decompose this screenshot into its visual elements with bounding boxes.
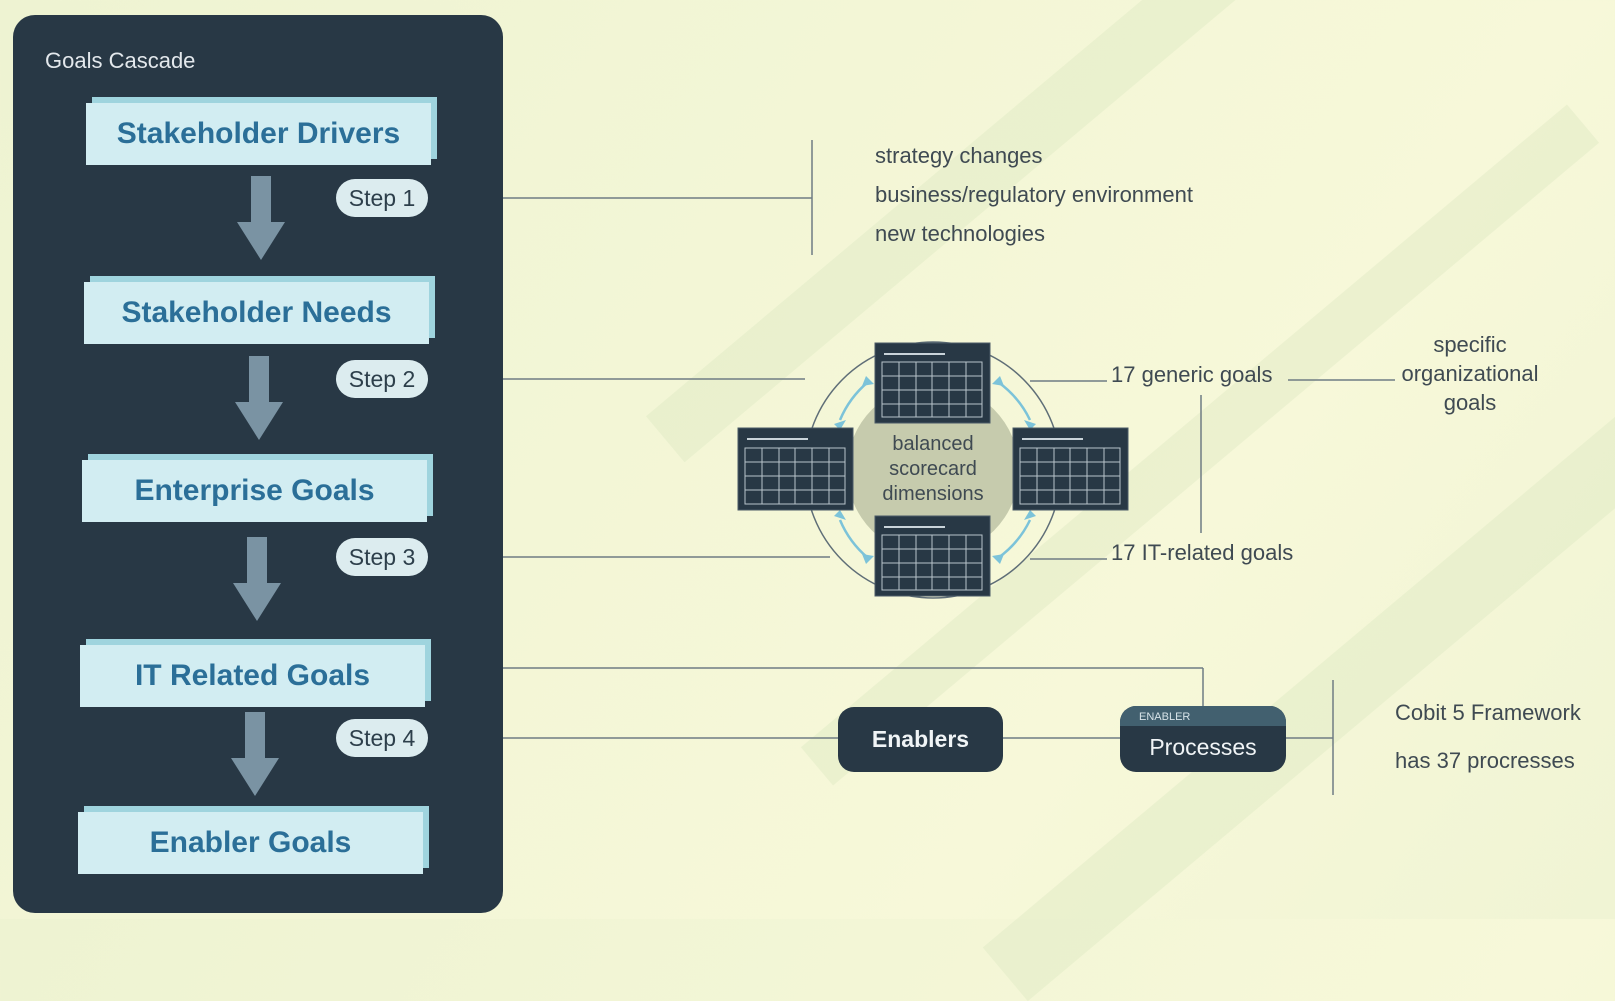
step-4-label: Step 4 (336, 719, 428, 757)
driver-item: business/regulatory environment (875, 182, 1193, 207)
framework-line: has 37 procresses (1395, 748, 1575, 773)
step-2-label: Step 2 (336, 360, 428, 398)
scorecard-line: balanced (892, 433, 974, 455)
step-3-label: Step 3 (336, 538, 428, 576)
enablers-box: Enablers (838, 707, 1003, 772)
down-arrow-icon (233, 537, 281, 621)
scorecard-line: scorecard (889, 458, 977, 480)
scorecard-table-right (1012, 427, 1129, 511)
scorecard-center-text: balanced scorecard dimensions (863, 432, 1003, 507)
specific-goals-line: specific (1433, 332, 1507, 357)
enterprise-goals-box: Enterprise Goals (82, 460, 427, 522)
it-related-goals-box: IT Related Goals (80, 645, 425, 707)
scorecard-table-left (737, 427, 854, 511)
connector-lines (273, 140, 1395, 795)
down-arrow-icon (237, 176, 285, 260)
scorecard-line: dimensions (882, 483, 984, 505)
it-related-goals-label: 17 IT-related goals (1111, 540, 1294, 565)
specific-goals-line: organizational (1401, 361, 1539, 386)
scorecard-table-bottom (874, 515, 991, 597)
panel-title: Goals Cascade (45, 48, 196, 73)
enabler-tag: ENABLER (1139, 711, 1191, 723)
step-1-label: Step 1 (336, 179, 428, 217)
generic-goals-label: 17 generic goals (1111, 362, 1273, 387)
driver-item: strategy changes (875, 143, 1043, 168)
specific-goals-line: goals (1443, 390, 1497, 415)
down-arrow-icon (231, 712, 279, 796)
specific-goals-label: specific organizational goals (1385, 330, 1555, 417)
stakeholder-needs-box: Stakeholder Needs (84, 282, 429, 344)
framework-line: Cobit 5 Framework (1395, 700, 1581, 725)
processes-label: Processes (1149, 734, 1257, 760)
down-arrow-icon (235, 356, 283, 440)
enabler-goals-box: Enabler Goals (78, 812, 423, 874)
processes-tag-strip (1120, 706, 1286, 726)
stakeholder-drivers-box: Stakeholder Drivers (86, 103, 431, 165)
driver-item: new technologies (875, 221, 1046, 246)
processes-box: ENABLER Processes (1120, 706, 1286, 772)
scorecard-table-top (874, 342, 991, 424)
